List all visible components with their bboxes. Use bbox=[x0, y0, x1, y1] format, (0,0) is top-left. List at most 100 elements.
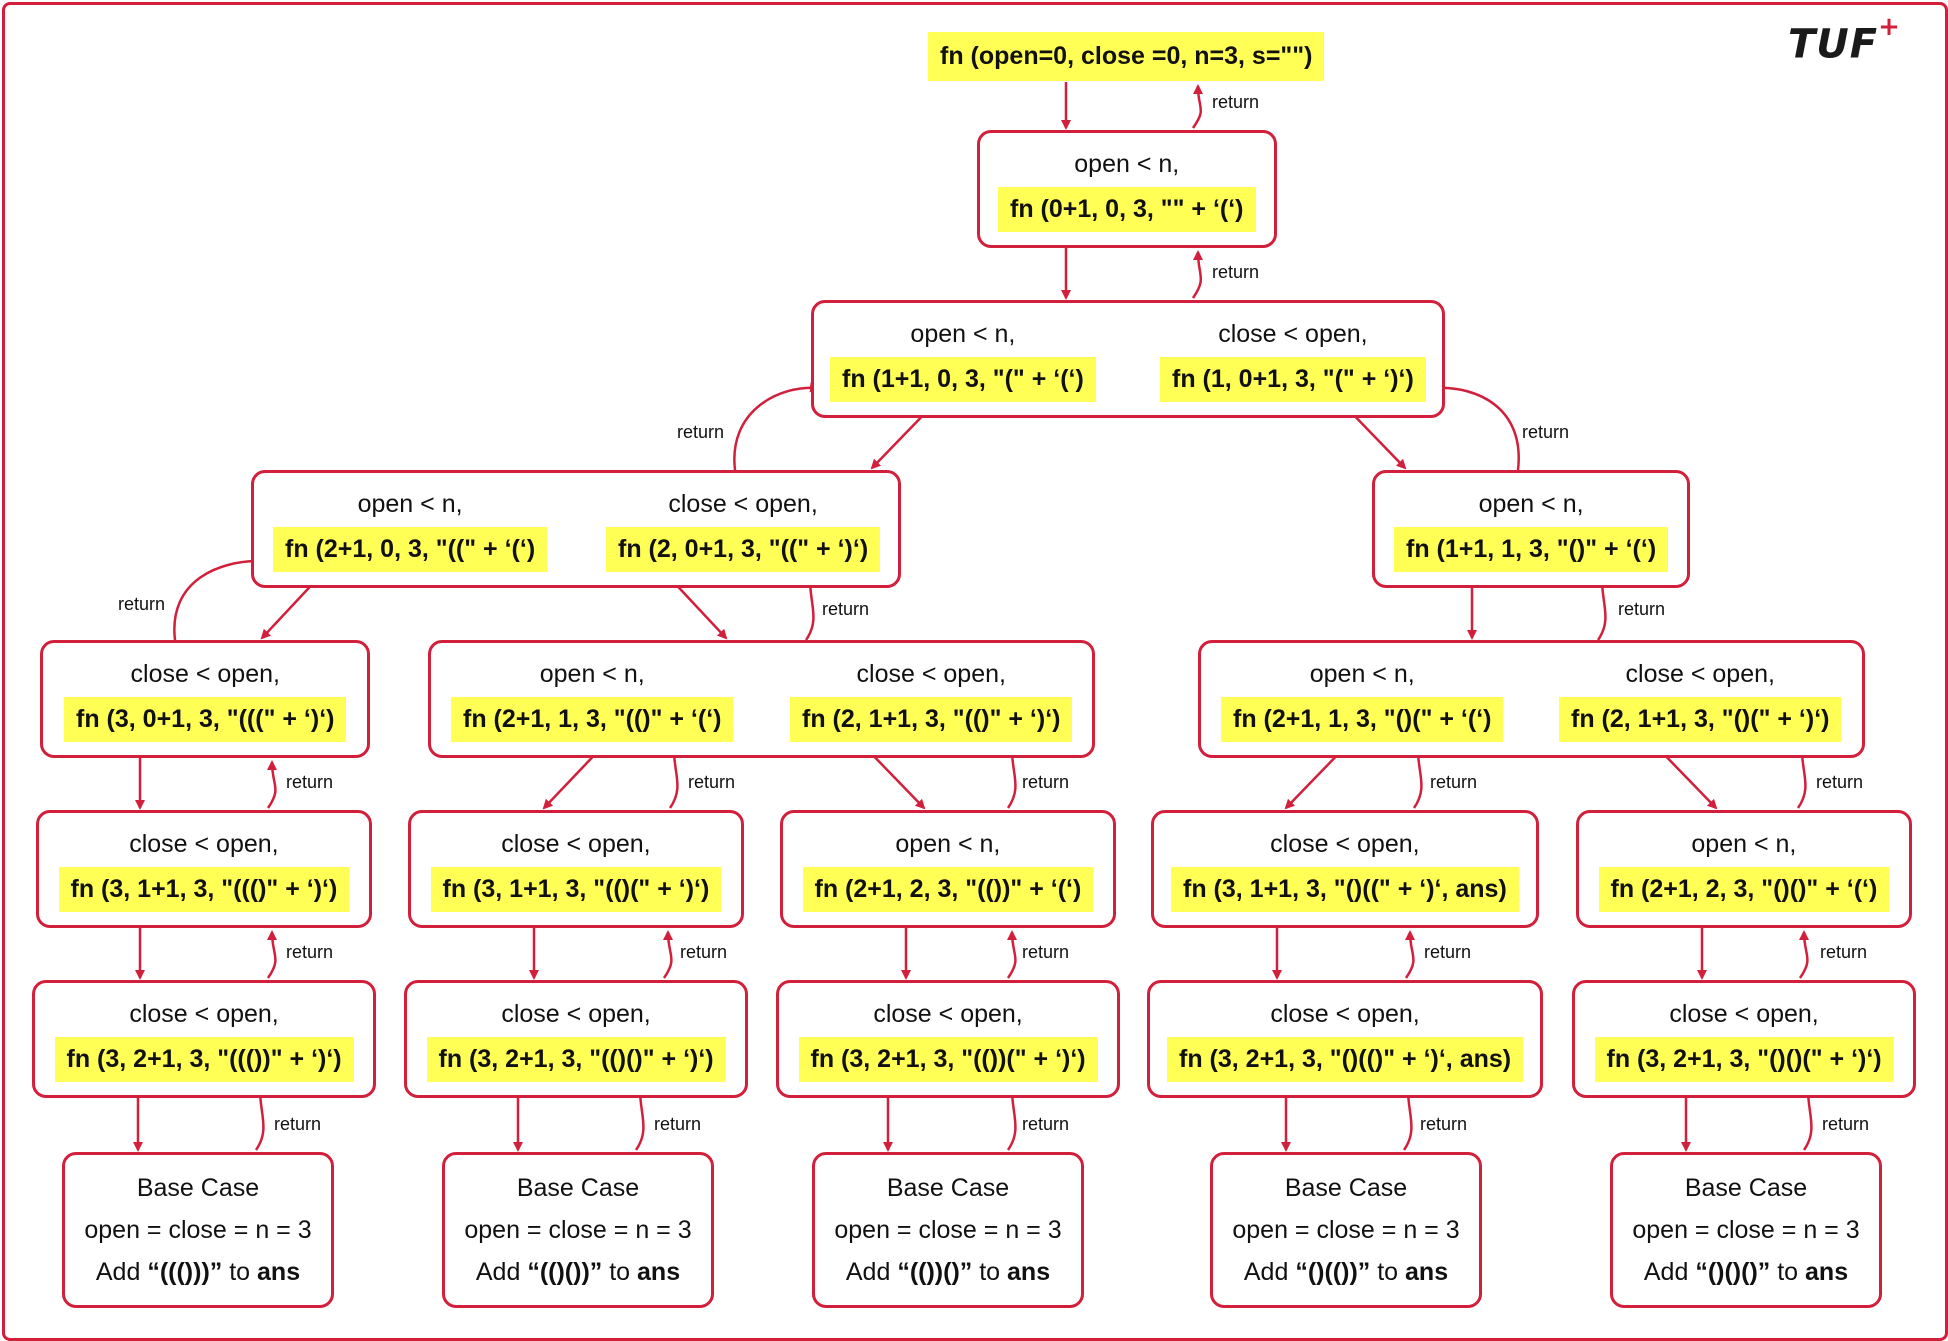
return-arrow bbox=[733, 382, 820, 471]
return-label: return bbox=[1022, 942, 1069, 962]
return-arrow bbox=[634, 1088, 646, 1151]
return-arrow bbox=[1006, 930, 1018, 979]
return-arrow bbox=[1191, 84, 1204, 129]
call-node-n5d: close < open,fn (3, 1+1, 3, "()((" + ‘)‘… bbox=[1151, 810, 1539, 928]
function-call: fn (3, 2+1, 3, "(())(" + ‘)‘) bbox=[798, 1037, 1098, 1082]
branch-condition: open < n, bbox=[1074, 150, 1180, 178]
tuf-logo: TUF+ bbox=[1788, 12, 1901, 68]
base-case-title: Base Case bbox=[1684, 1174, 1808, 1202]
return-arrow bbox=[1798, 930, 1810, 979]
call-node-n1: open < n,fn (0+1, 0, 3, "" + ‘(‘) bbox=[977, 130, 1277, 248]
branch-condition: close < open, bbox=[873, 1000, 1023, 1028]
branch: close < open,fn (2, 0+1, 3, "((" + ‘)‘) bbox=[606, 473, 881, 572]
function-call: fn (2+1, 1, 3, "()(" + ‘(‘) bbox=[1221, 697, 1504, 742]
base-case-title: Base Case bbox=[136, 1174, 260, 1202]
function-call: fn (2+1, 0, 3, "((" + ‘(‘) bbox=[273, 527, 548, 572]
call-node-n4a: close < open,fn (3, 0+1, 3, "(((" + ‘)‘) bbox=[40, 640, 370, 758]
return-label: return bbox=[118, 594, 165, 614]
return-arrow bbox=[1412, 748, 1424, 809]
return-arrow bbox=[1191, 250, 1204, 299]
branch: open < n,fn (1+1, 0, 3, "(" + ‘(‘) bbox=[830, 303, 1096, 402]
branch-condition: close < open, bbox=[668, 490, 818, 518]
return-arrow bbox=[1430, 382, 1520, 471]
base-case-rule: open = close = n = 3 bbox=[464, 1216, 692, 1244]
return-label: return bbox=[1822, 1114, 1869, 1134]
function-call: fn (2+1, 2, 3, "(())" + ‘(‘) bbox=[802, 867, 1094, 912]
call-node-n6a: close < open,fn (3, 2+1, 3, "((())" + ‘)… bbox=[32, 980, 376, 1098]
return-arrow bbox=[1006, 1088, 1018, 1151]
branch-condition: close < open, bbox=[129, 830, 279, 858]
call-node-n4c: open < n, fn (2+1, 1, 3, "()(" + ‘(‘) clos… bbox=[1198, 640, 1865, 758]
return-label: return bbox=[1430, 772, 1477, 792]
base-case-title: Base Case bbox=[886, 1174, 1010, 1202]
function-call: fn (3, 2+1, 3, "()()(" + ‘)‘) bbox=[1594, 1037, 1894, 1082]
branch-condition: close < open, bbox=[1218, 320, 1368, 348]
function-call: fn (3, 0+1, 3, "(((" + ‘)‘) bbox=[64, 697, 347, 742]
return-label: return bbox=[654, 1114, 701, 1134]
function-call: fn (2, 1+1, 3, "()(" + ‘)‘) bbox=[1559, 697, 1842, 742]
function-call: fn (2, 1+1, 3, "(()" + ‘)‘) bbox=[790, 697, 1073, 742]
return-arrow bbox=[173, 555, 264, 641]
branch: open < n,fn (1+1, 1, 3, "()" + ‘(‘) bbox=[1394, 473, 1669, 572]
branch-condition: close < open, bbox=[1270, 1000, 1420, 1028]
return-label: return bbox=[274, 1114, 321, 1134]
base-case-rule: open = close = n = 3 bbox=[1232, 1216, 1460, 1244]
function-call: fn (2+1, 1, 3, "(()" + ‘(‘) bbox=[451, 697, 734, 742]
return-label: return bbox=[680, 942, 727, 962]
branch: close < open,fn (3, 1+1, 3, "()((" + ‘)‘… bbox=[1171, 813, 1519, 912]
return-label: return bbox=[1212, 92, 1259, 112]
branch-condition: close < open, bbox=[1669, 1000, 1819, 1028]
return-arrow bbox=[1596, 578, 1608, 641]
branch: open < n, fn (2+1, 1, 3, "()(" + ‘(‘) bbox=[1221, 643, 1504, 742]
branch-condition: open < n, bbox=[1691, 830, 1797, 858]
return-arrow bbox=[266, 930, 278, 979]
call-node-n6e: close < open, fn (3, 2+1, 3, "()()(" + ‘)… bbox=[1572, 980, 1916, 1098]
branch: close < open,fn (3, 0+1, 3, "(((" + ‘)‘) bbox=[64, 643, 347, 742]
return-label: return bbox=[1022, 1114, 1069, 1134]
call-node-n6c: close < open, fn (3, 2+1, 3, "(())(" + ‘)… bbox=[776, 980, 1120, 1098]
return-label: return bbox=[1618, 599, 1665, 619]
return-arrow bbox=[1802, 1088, 1814, 1151]
branch: close < open,fn (3, 2+1, 3, "()(()" + ‘)… bbox=[1167, 983, 1524, 1082]
base-case-b4: Base Case open = close = n = 3 Add “()(())… bbox=[1210, 1152, 1482, 1308]
base-case-title: Base Case bbox=[1284, 1174, 1408, 1202]
return-label: return bbox=[1820, 942, 1867, 962]
base-case-rule: open = close = n = 3 bbox=[84, 1216, 312, 1244]
return-label: return bbox=[286, 942, 333, 962]
branch: close < open, fn (3, 2+1, 3, "(())(" + ‘)… bbox=[798, 983, 1098, 1082]
return-label: return bbox=[1522, 422, 1569, 442]
return-arrow bbox=[1404, 930, 1416, 979]
branch: open < n,fn (2+1, 1, 3, "(()" + ‘(‘) bbox=[451, 643, 734, 742]
branch-condition: close < open, bbox=[501, 1000, 651, 1028]
branch: open < n,fn (2+1, 2, 3, "()()" + ‘(‘) bbox=[1598, 813, 1890, 912]
branch: close < open, fn (2, 1+1, 3, "()(" + ‘)‘) bbox=[1559, 643, 1842, 742]
call-node-n6b: close < open,fn (3, 2+1, 3, "(()()" + ‘)… bbox=[404, 980, 748, 1098]
root-call: fn (open=0, close =0, n=3, s="") bbox=[928, 32, 1325, 81]
branch-condition: close < open, bbox=[501, 830, 651, 858]
branch: open < n,fn (0+1, 0, 3, "" + ‘(‘) bbox=[998, 133, 1256, 232]
return-label: return bbox=[1816, 772, 1863, 792]
base-case-action: Add “((()))” to ans bbox=[95, 1258, 301, 1286]
base-case-rule: open = close = n = 3 bbox=[1632, 1216, 1860, 1244]
branch-condition: close < open, bbox=[1270, 830, 1420, 858]
return-arrow bbox=[1006, 748, 1018, 809]
branch: close < open, fn (3, 2+1, 3, "()()(" + ‘)… bbox=[1594, 983, 1894, 1082]
branch-condition: open < n, bbox=[1309, 660, 1415, 688]
call-node-n5e: open < n,fn (2+1, 2, 3, "()()" + ‘(‘) bbox=[1576, 810, 1912, 928]
return-label: return bbox=[822, 599, 869, 619]
return-arrow bbox=[266, 760, 278, 809]
return-arrow bbox=[254, 1088, 266, 1151]
base-case-action: Add “()(())” to ans bbox=[1243, 1258, 1449, 1286]
branch-condition: close < open, bbox=[1625, 660, 1775, 688]
call-node-n4b: open < n,fn (2+1, 1, 3, "(()" + ‘(‘) clos… bbox=[428, 640, 1095, 758]
base-case-rule: open = close = n = 3 bbox=[834, 1216, 1062, 1244]
return-label: return bbox=[688, 772, 735, 792]
return-label: return bbox=[286, 772, 333, 792]
return-label: return bbox=[1022, 772, 1069, 792]
branch-condition: close < open, bbox=[856, 660, 1006, 688]
branch-condition: open < n, bbox=[895, 830, 1001, 858]
branch: close < open,fn (3, 1+1, 3, "((()" + ‘)‘… bbox=[58, 813, 350, 912]
branch-condition: open < n, bbox=[910, 320, 1016, 348]
